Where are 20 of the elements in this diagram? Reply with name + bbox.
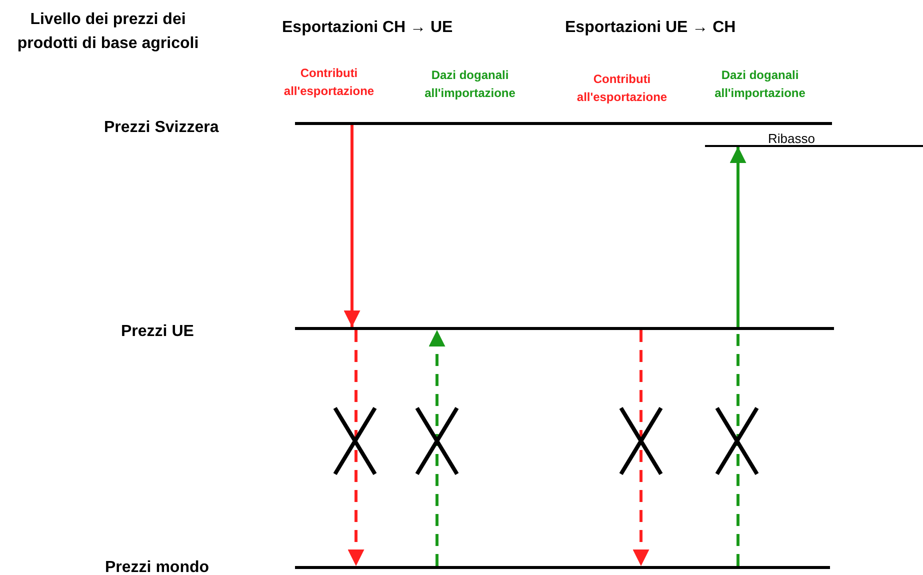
dashed-arrow bbox=[428, 330, 446, 566]
column-heading: Esportazioni CH → UE bbox=[282, 18, 454, 38]
measure-label: Contributi all'esportazione bbox=[282, 65, 376, 100]
measure-label: Dazi doganali all'importazione bbox=[424, 67, 516, 102]
level-label: Prezzi mondo bbox=[105, 558, 210, 575]
arrow bbox=[344, 125, 360, 327]
price-level-line bbox=[295, 122, 832, 125]
measure-label: Contributi all'esportazione bbox=[576, 71, 668, 106]
level-label: Prezzi UE bbox=[121, 322, 195, 342]
measure-label: Dazi doganali all'importazione bbox=[714, 67, 806, 102]
price-level-line bbox=[295, 327, 834, 330]
level-label: Ribasso bbox=[768, 131, 815, 146]
column-heading: Esportazioni UE → CH bbox=[565, 18, 737, 38]
level-label: Prezzi Svizzera bbox=[104, 118, 220, 138]
dashed-arrow bbox=[632, 330, 650, 566]
axis-heading: Livello dei prezzi dei prodotti di base agricoli bbox=[16, 10, 200, 54]
arrow bbox=[730, 146, 746, 327]
dashed-arrow bbox=[348, 330, 364, 566]
price-level-line bbox=[295, 566, 830, 569]
price-level-line bbox=[705, 145, 923, 146]
